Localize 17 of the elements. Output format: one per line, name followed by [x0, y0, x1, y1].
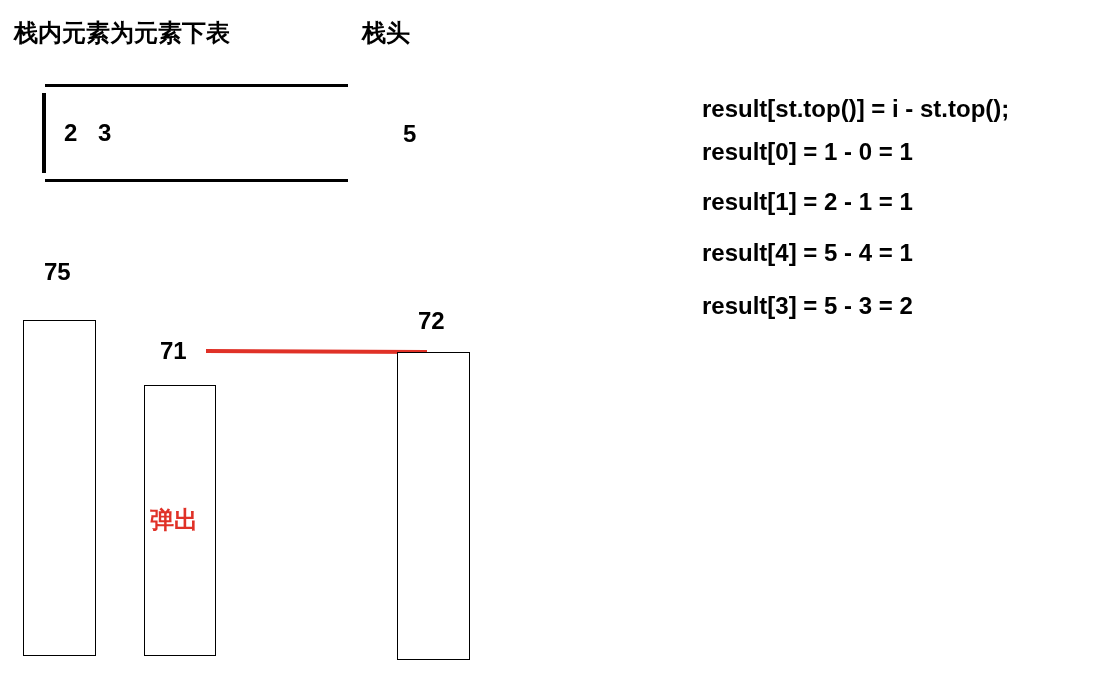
pop-label: 弹出 — [150, 506, 198, 534]
connector-line — [206, 349, 427, 354]
bar-value: 72 — [418, 307, 445, 335]
top-value: 5 — [403, 120, 417, 148]
code-line: result[1] = 2 - 1 = 1 — [702, 188, 913, 216]
bar-value: 75 — [44, 258, 71, 286]
code-line: result[3] = 5 - 3 = 2 — [702, 292, 913, 320]
stack-items: 2 3 — [64, 119, 112, 147]
stack-caption: 栈内元素为元素下表 — [14, 19, 230, 47]
code-line: result[st.top()] = i - st.top(); — [702, 95, 1010, 123]
bar — [144, 385, 216, 656]
bar — [397, 352, 470, 660]
stack-top-caption: 栈头 — [362, 19, 410, 47]
code-line: result[4] = 5 - 4 = 1 — [702, 239, 913, 267]
bar — [23, 320, 96, 656]
code-line: result[0] = 1 - 0 = 1 — [702, 138, 913, 166]
value-label: 71 — [160, 337, 187, 365]
